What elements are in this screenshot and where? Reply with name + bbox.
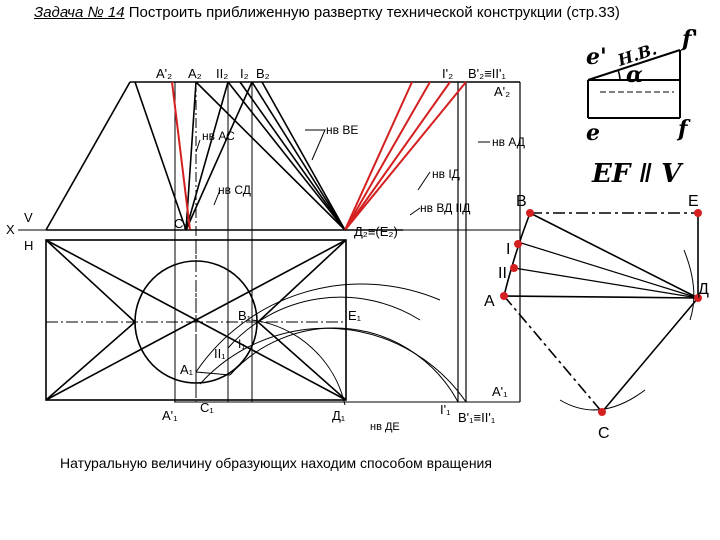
inset-note: EF ǁ V <box>591 159 684 189</box>
inset-e: e <box>586 120 600 146</box>
point-b <box>526 209 534 217</box>
label-a2p: A'₂ <box>156 66 172 81</box>
label-v: V <box>24 210 33 225</box>
inset-f: f <box>676 116 691 142</box>
rotation-arcs <box>195 283 467 406</box>
label-a1: A₁ <box>180 362 194 377</box>
label-ii2: II₂ <box>216 66 228 81</box>
caption: Натуральную величину образующих находим … <box>60 455 492 471</box>
point-e <box>694 209 702 217</box>
label-a2p-right: A'₂ <box>494 84 510 99</box>
dev-label-b: B <box>516 193 527 210</box>
front-view <box>45 81 521 402</box>
dev-label-c: C <box>598 425 610 442</box>
left-slant <box>45 81 131 231</box>
label-d1: Д₁ <box>332 408 346 423</box>
label-d2-e2: Д₂≡(E₂) <box>354 224 398 239</box>
point-a <box>500 292 508 300</box>
label-b2p-ii1: B'₂≡II'₁ <box>468 66 506 81</box>
point-d <box>694 294 702 302</box>
inset-e1: e' <box>586 44 607 70</box>
label-nv-be: нв ВЕ <box>326 123 358 137</box>
label-a2: A₂ <box>188 66 202 81</box>
label-c1: C₁ <box>200 400 214 415</box>
inset-f1: f' <box>680 26 698 52</box>
label-nv-de: нв ДЕ <box>370 421 400 433</box>
label-i1: I₁ <box>238 337 245 351</box>
top-view <box>45 239 347 401</box>
label-b1: B₁ <box>238 308 252 323</box>
label-nv-bd-iid: нв ВД IIД <box>420 201 470 215</box>
label-c2: C₂ <box>174 216 188 231</box>
label-i2p: I'₂ <box>442 66 453 81</box>
label-nv-ad: нв АД <box>492 135 525 149</box>
development-points <box>500 209 702 416</box>
dev-label-ii: II <box>498 265 507 282</box>
label-ii1: II₁ <box>214 346 226 361</box>
dev-label-e: E <box>688 193 699 210</box>
development <box>503 212 699 413</box>
dev-label-i: I <box>506 241 510 258</box>
point-c <box>598 408 606 416</box>
label-i2: I₂ <box>240 66 249 81</box>
dev-label-d: Д <box>698 281 709 298</box>
point-ii <box>510 264 518 272</box>
inset-sketch <box>587 49 681 119</box>
inset-alpha: α <box>626 62 643 88</box>
label-h: H <box>24 238 33 253</box>
label-a1p-right: A'₁ <box>492 384 508 399</box>
label-e1: E₁ <box>348 308 362 323</box>
task-title: Задача № 14 Построить приближенную разве… <box>34 4 620 21</box>
point-i <box>514 240 522 248</box>
task-number: Задача № 14 <box>34 4 125 21</box>
true-length-lines <box>171 81 467 231</box>
label-b2: B₂ <box>256 66 270 81</box>
label-i1p: I'₁ <box>440 402 451 417</box>
label-a1p: A'₁ <box>162 408 178 423</box>
label-nv-id: нв IД <box>432 167 460 181</box>
label-b1p-ii1: B'₁≡II'₁ <box>458 410 496 425</box>
task-text: Построить приближенную развертку техниче… <box>128 4 620 21</box>
dev-label-a: A <box>484 293 495 310</box>
label-x: X <box>6 222 15 237</box>
label-nv-ac: нв АС <box>202 129 235 143</box>
label-nv-cd: нв СД <box>218 183 251 197</box>
